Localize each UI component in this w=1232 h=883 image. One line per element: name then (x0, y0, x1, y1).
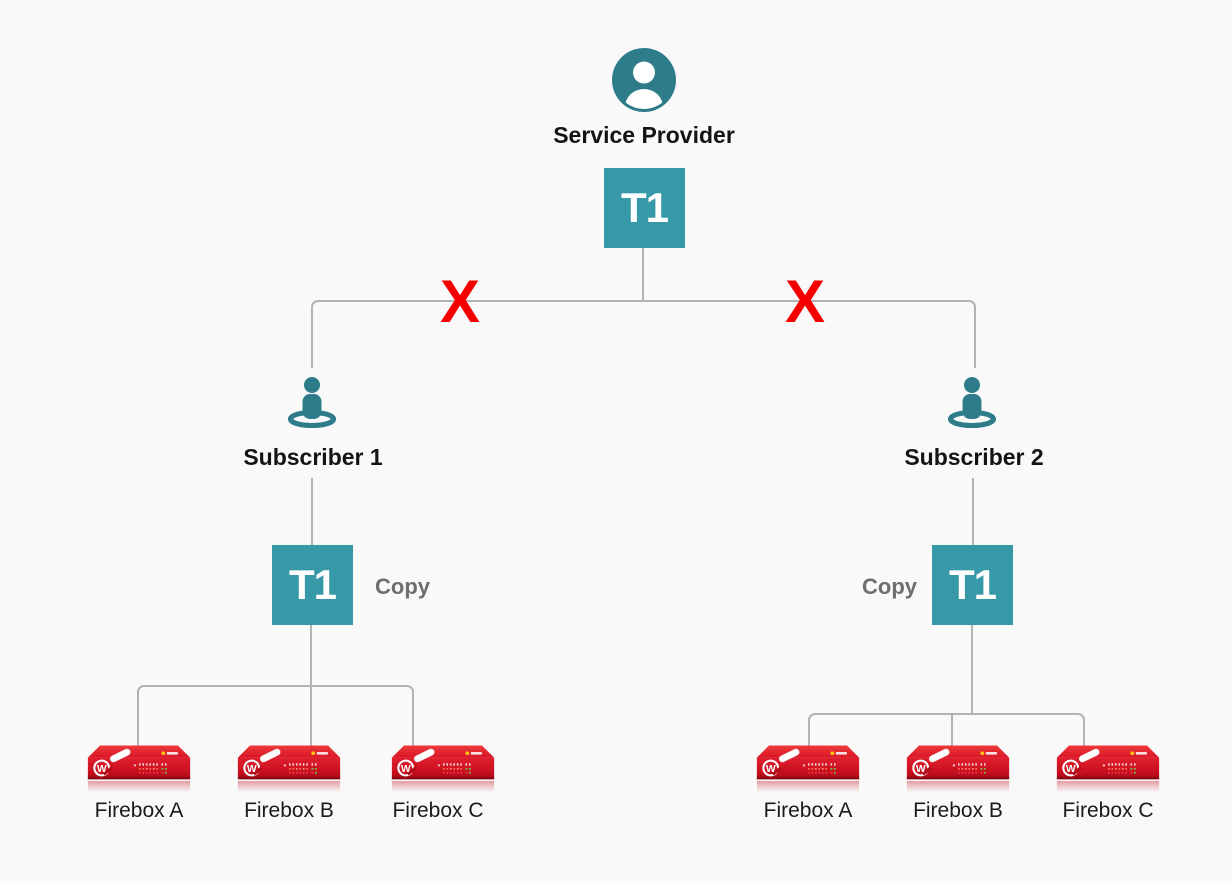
firebox-appliance-icon (906, 742, 1010, 794)
t1-main-label: T1 (620, 184, 669, 231)
t1-copy-left-label: T1 (288, 561, 337, 608)
t1-copy-right-label: T1 (948, 561, 997, 608)
t1-copy-left-annotation: Copy (375, 574, 430, 599)
broken-link-x-left: X (439, 267, 481, 335)
firebox-label: Firebox B (244, 799, 334, 822)
t1-copy-right-node: T1 (932, 545, 1013, 625)
subscriber2-icon (946, 374, 998, 428)
connector-right-branch-c (952, 713, 1085, 748)
subscriber1-icon (286, 374, 338, 428)
firebox-label: Firebox C (1062, 799, 1154, 822)
connector-t1copy-right-down (971, 625, 973, 713)
t1-main-node: T1 (604, 168, 685, 248)
subscriber1-label: Subscriber 1 (243, 444, 383, 470)
firebox-appliance-icon (391, 742, 495, 794)
firebox-label: Firebox A (94, 799, 184, 822)
subscriber2-label: Subscriber 2 (904, 444, 1044, 470)
firebox-appliance-icon (237, 742, 341, 794)
connector-right-branch-b (951, 713, 953, 746)
t1-copy-right-annotation: Copy (862, 574, 917, 599)
broken-link-x-right: X (784, 267, 826, 335)
connector-subscriber2-t1copy (972, 478, 974, 545)
service-provider-label: Service Provider (553, 122, 735, 148)
firebox-appliance-icon (1056, 742, 1160, 794)
connector-left-branch-c (310, 685, 414, 747)
connector-right-branch-a (808, 713, 954, 748)
connector-t1-main-down (642, 246, 644, 302)
firebox-label: Firebox C (392, 799, 484, 822)
t1-copy-left-node: T1 (272, 545, 353, 625)
firebox-appliance-icon (756, 742, 860, 794)
service-provider-icon (611, 47, 677, 113)
firebox-appliance-icon (87, 742, 191, 794)
firebox-label: Firebox B (913, 799, 1003, 822)
connector-top-bar-left (311, 300, 645, 368)
firebox-label: Firebox A (763, 799, 853, 822)
connector-top-bar-right (643, 300, 976, 368)
connector-left-branch-a (137, 685, 312, 747)
connector-subscriber1-t1copy (311, 478, 313, 545)
